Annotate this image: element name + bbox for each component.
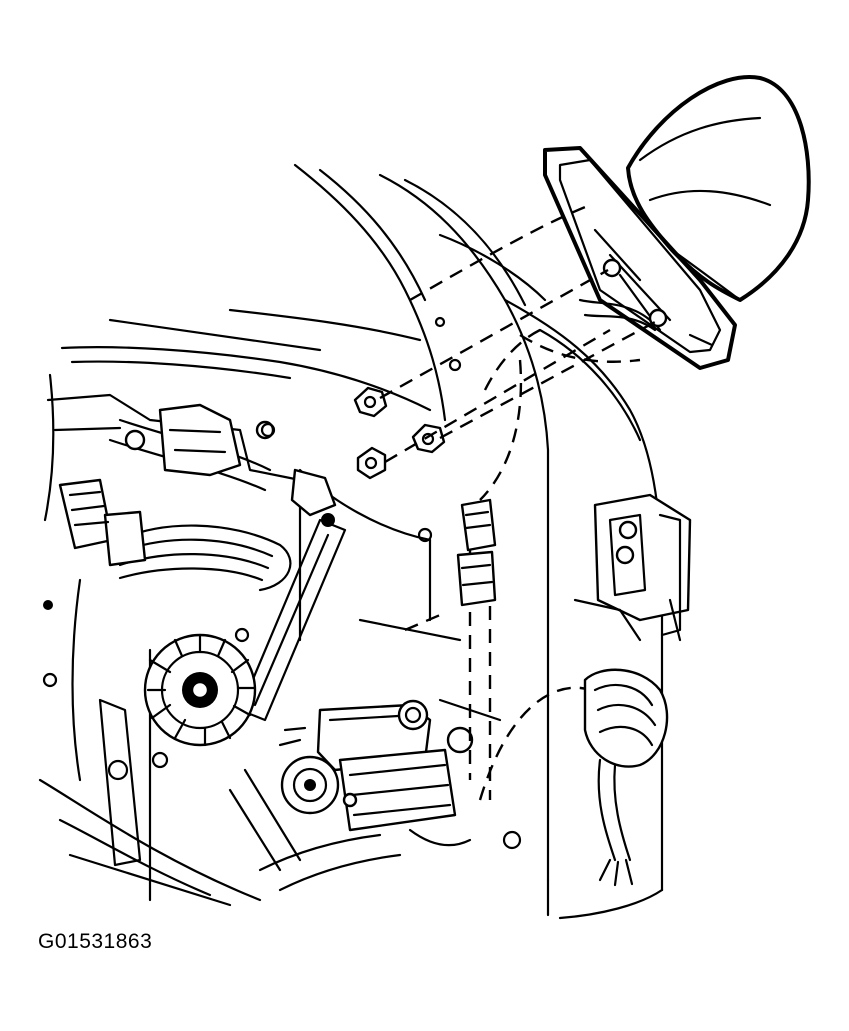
mirror-harness-connector: [456, 498, 497, 607]
mirror-nut-3: [356, 446, 387, 480]
mirror-nut-1: [353, 386, 388, 418]
window-regulator: [108, 403, 347, 722]
regulator-sector-gear: [143, 633, 257, 747]
figure-id-label: G01531863: [38, 930, 153, 953]
inner-panel-top: [43, 308, 432, 522]
exploded-view-leaders: [379, 203, 656, 801]
outside-mirror: [626, 75, 811, 302]
mirror-nut-2: [411, 423, 446, 454]
mirror-nuts: [353, 386, 446, 480]
mirror-stud-upper: [602, 258, 622, 278]
mirror-base-plate: [543, 146, 737, 370]
door-harness-grommet: [583, 668, 669, 887]
door-hinge: [573, 493, 692, 642]
regulator-bracket: [290, 468, 337, 517]
door-wiring-harness: [58, 478, 292, 592]
panel-holes: [42, 316, 522, 850]
lower-door-rail: [98, 698, 402, 892]
mirror-harness: [578, 298, 652, 322]
window-regulator-motor: [278, 699, 474, 847]
